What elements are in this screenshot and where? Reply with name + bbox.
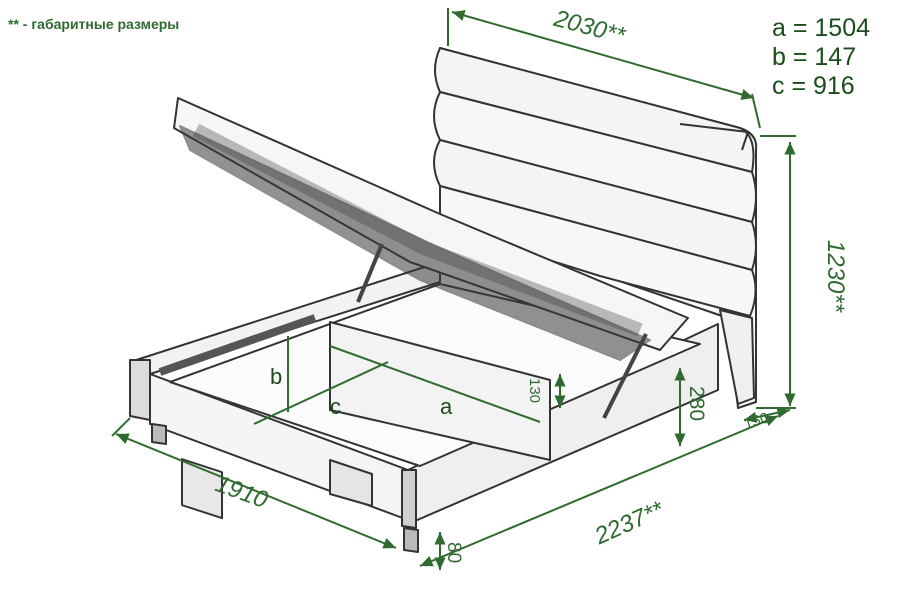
dim-ext-headboard-right (751, 93, 761, 129)
dim-line-inner-c (253, 361, 389, 425)
overall-dimensions-note: ** - габаритные размеры (8, 16, 180, 32)
dim-line-inner-a (329, 345, 541, 423)
frame-front-leg (403, 527, 419, 553)
dimension-lines (111, 8, 796, 570)
frame-dark-rail (158, 314, 317, 376)
legend-c: c = 916 (772, 72, 855, 100)
label-lid-offset: 130 (526, 378, 543, 403)
dim-line-frame-width (115, 433, 397, 549)
label-leg-height: 80 (443, 542, 464, 563)
label-inner-b: b (270, 364, 282, 389)
lid-top (173, 97, 689, 351)
label-inner-c: c (330, 394, 341, 419)
gas-lift-right (602, 333, 648, 419)
dim-line-overall-length (419, 415, 779, 567)
frame-left-leg (151, 423, 167, 445)
headboard-top-edge (679, 123, 749, 151)
dimension-legend: a = 1504 b = 147 c = 916 (772, 14, 870, 101)
label-side-height: 280 (685, 386, 708, 421)
legend-b: b = 147 (772, 43, 857, 71)
lifted-lid (173, 97, 689, 419)
headboard-cushion-5 (719, 309, 755, 405)
dim-line-headboard-width (451, 10, 755, 100)
legend-a: a = 1504 (772, 14, 871, 42)
frame-corner-post-left (129, 359, 151, 421)
label-headboard-depth: 150 (742, 409, 771, 433)
label-headboard-height: 1230** (822, 240, 849, 313)
label-overall-length: 2237** (590, 496, 668, 551)
dim-ext-frame-left (111, 417, 131, 437)
frame-corner-post-front (401, 469, 417, 529)
gas-lift-left (356, 243, 384, 303)
lid-underside (179, 125, 651, 361)
label-inner-a: a (440, 394, 453, 419)
headboard-cushion-4 (439, 185, 757, 317)
